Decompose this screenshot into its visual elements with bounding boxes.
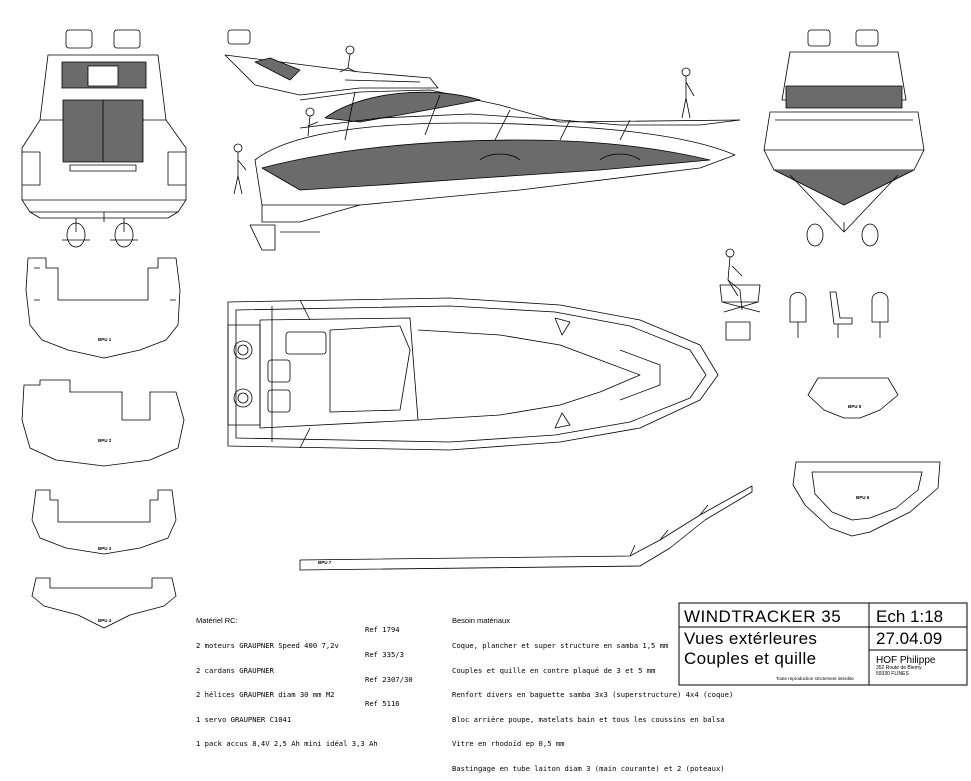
rc-ref: Ref 1794 xyxy=(365,625,400,635)
rc-references: Ref 1794 Ref 335/3 Ref 2307/30 Ref 5116 xyxy=(365,610,425,717)
keel xyxy=(299,485,753,571)
part-label: BPU 3 xyxy=(98,546,112,551)
address-line: 59330 FLINES xyxy=(876,670,909,677)
part-label: BPU 7 xyxy=(318,560,332,565)
part-label: BPU 2 xyxy=(98,438,112,443)
build-item: Vitre en rhodoïd ep 0,5 mm xyxy=(452,739,565,749)
rc-materials-list: Matériel RC: 2 moteurs GRAUPNER Speed 40… xyxy=(196,601,378,757)
scale-label: Ech 1:18 xyxy=(876,607,944,626)
build-item: Couples et quille en contre plaqué de 3 … xyxy=(452,665,656,675)
bow-view xyxy=(763,29,925,247)
rc-item: 2 hélices GRAUPNER diam 30 mm M2 xyxy=(196,690,335,700)
rc-item: 2 cardans GRAUPNER xyxy=(196,665,274,675)
frame-4 xyxy=(31,577,177,629)
rc-materials-title: Matériel RC: xyxy=(196,616,238,626)
subtitle-frames-keel: Couples et quille xyxy=(684,649,817,668)
copyright-note: Toute reproduction strictement interdite xyxy=(776,676,854,681)
build-item: Bloc arrière poupe, matelats bain et tou… xyxy=(452,714,725,724)
drawing-date: 27.04.09 xyxy=(876,629,943,648)
rc-ref: Ref 2307/30 xyxy=(365,674,413,684)
part-label: BPU 4 xyxy=(98,618,112,623)
model-name: WINDTRACKER 35 xyxy=(684,607,842,626)
part-label: BPU 6 xyxy=(856,495,870,500)
frame-5 xyxy=(807,377,899,419)
plan-view xyxy=(227,297,719,451)
build-item: Bastingage en tube laiton diam 3 (main c… xyxy=(452,764,725,774)
stern-view xyxy=(21,29,187,248)
address-line: 352 Route de Bierny xyxy=(876,665,922,671)
blueprint-drawing xyxy=(21,29,968,686)
rc-ref: Ref 5116 xyxy=(365,699,400,709)
seat-details xyxy=(719,248,889,341)
profile-view xyxy=(224,29,741,251)
title-block-frame xyxy=(678,602,968,686)
subtitle-exterior-views: Vues extérleures xyxy=(684,629,818,648)
frame-3 xyxy=(31,489,177,555)
frame-6 xyxy=(792,461,941,537)
build-item: Renfort divers en baguette samba 3x3 (su… xyxy=(452,690,734,700)
frame-2 xyxy=(21,379,185,467)
rc-ref: Ref 335/3 xyxy=(365,650,404,660)
rc-item: 1 servo GRAUPNER C1041 xyxy=(196,714,292,724)
frame-1 xyxy=(25,257,181,359)
drawing-sheet: BPU 1 BPU 2 BPU 3 BPU 4 BPU 5 BPU 6 BPU … xyxy=(21,29,968,773)
rc-item: 2 moteurs GRAUPNER Speed 400 7,2v xyxy=(196,641,339,651)
rc-item: 1 pack accus 8,4V 2,5 Ah mini idéal 3,3 … xyxy=(196,739,378,749)
author-address: 352 Route de Bierny 59330 FLINES xyxy=(876,665,956,677)
author-name: HOF Philippe xyxy=(876,655,936,666)
build-materials-title: Besoin matériaux xyxy=(452,616,510,626)
build-item: Coque, plancher et super structure en sa… xyxy=(452,641,669,651)
part-label: BPU 5 xyxy=(848,404,862,409)
part-label: BPU 1 xyxy=(98,337,112,342)
build-materials-list: Besoin matériaux Coque, plancher et supe… xyxy=(452,601,734,781)
